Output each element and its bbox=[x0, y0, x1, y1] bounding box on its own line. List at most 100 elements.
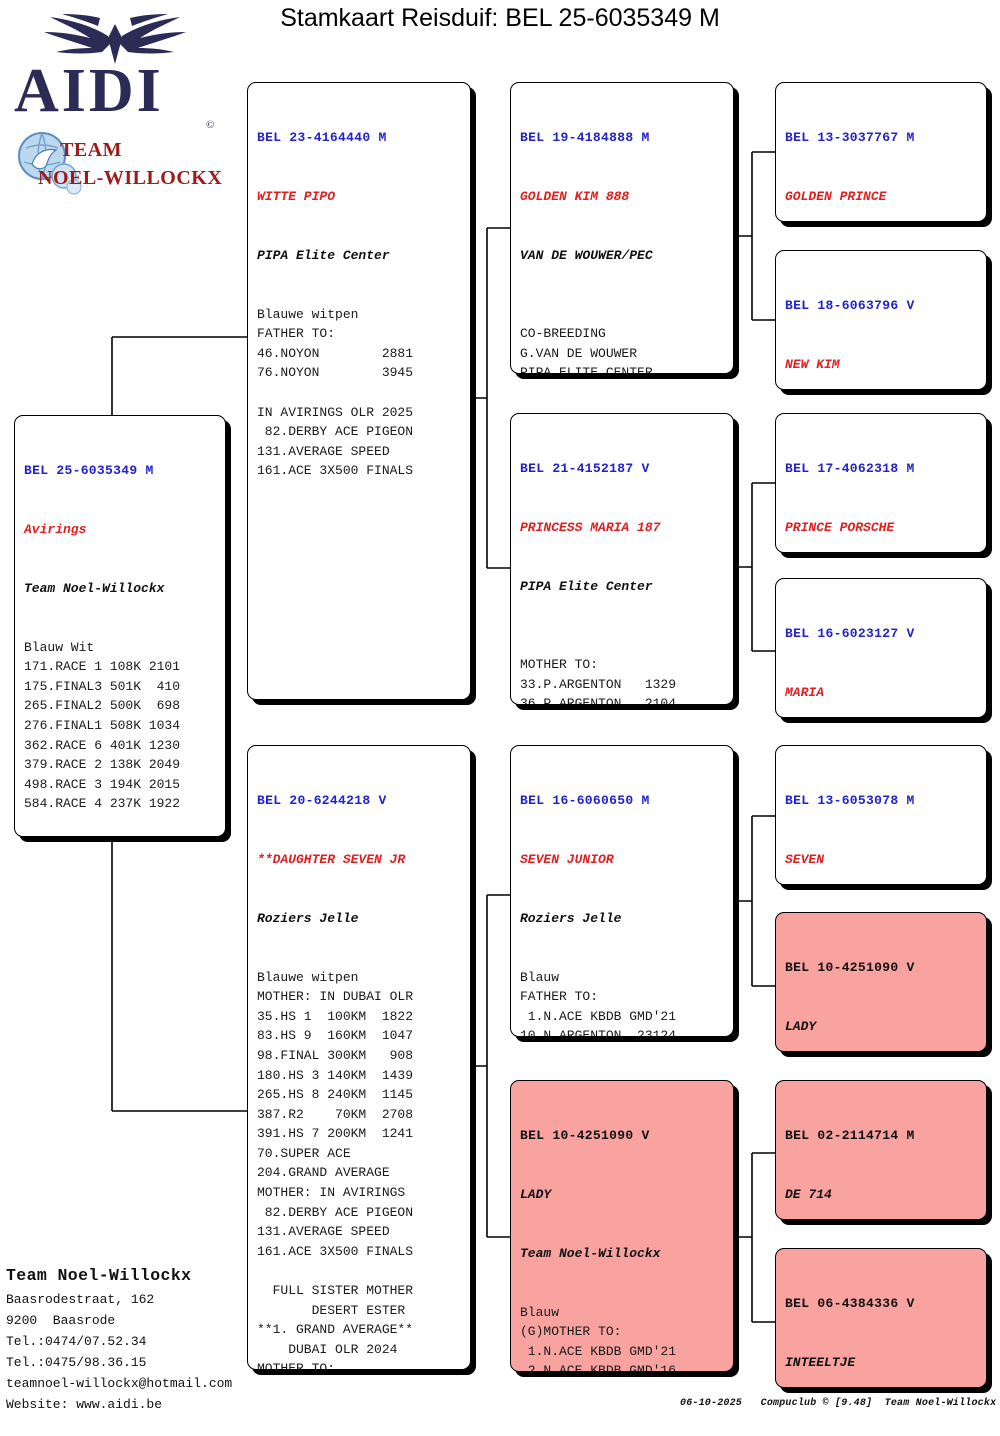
card-detail-line: 161.ACE 3X500 FINALS bbox=[257, 1243, 414, 1259]
card-detail-line: Blauw bbox=[520, 1304, 560, 1320]
card-detail-line: 175.FINAL3 501K 410 bbox=[24, 678, 181, 694]
contact-line: Baasrodestraat, 162 bbox=[6, 1292, 155, 1307]
pedigree-card-gen3-4[interactable]: BEL 16-6023127 V MARIA Gaston Van de Wou… bbox=[775, 578, 987, 718]
card-ring-number: BEL 10-4251090 V bbox=[520, 1128, 650, 1144]
card-detail-line: 131.AVERAGE SPEED bbox=[257, 443, 390, 459]
card-detail-line: 276.FINAL1 508K 1034 bbox=[24, 717, 181, 733]
footer-meta: 06-10-2025 Compuclub © [9.48] Team Noel-… bbox=[680, 1398, 996, 1409]
card-detail-line: MOTHER TO: bbox=[257, 1361, 336, 1370]
card-detail-line: DUBAI OLR 2024 bbox=[257, 1341, 398, 1357]
card-detail-line: 387.R2 70KM 2708 bbox=[257, 1106, 414, 1122]
card-ring-number: BEL 02-2114714 M bbox=[785, 1128, 915, 1144]
pedigree-card-gen2-mother-mother[interactable]: BEL 10-4251090 V LADY Team Noel-Willockx… bbox=[510, 1080, 734, 1372]
pedigree-card-gen3-3[interactable]: BEL 17-4062318 M PRINCE PORSCHE PIPA Eli… bbox=[775, 413, 987, 553]
card-detail-line: 498.RACE 3 194K 2015 bbox=[24, 776, 181, 792]
card-detail-line: 82.DERBY ACE PIGEON bbox=[257, 1204, 414, 1220]
card-ring-number: BEL 16-6023127 V bbox=[785, 626, 915, 642]
card-detail-line: 1.N.ACE KBDB GMD'21 bbox=[520, 1343, 677, 1359]
card-nickname: MARIA bbox=[785, 684, 825, 700]
eagle-wings-icon bbox=[44, 14, 186, 64]
pedigree-card-subject[interactable]: BEL 25-6035349 M Avirings Team Noel-Will… bbox=[14, 415, 226, 837]
card-detail-line: PIPA ELITE CENTER bbox=[520, 365, 653, 374]
card-ring-number: BEL 16-6060650 M bbox=[520, 793, 650, 809]
card-ring-number: BEL 18-6063796 V bbox=[785, 298, 915, 314]
page-title: Stamkaart Reisduif: BEL 25-6035349 M bbox=[280, 4, 720, 32]
card-owner: PIPA Elite Center bbox=[520, 578, 653, 594]
card-detail-line: G.VAN DE WOUWER bbox=[520, 345, 638, 361]
card-nickname: NEW KIM bbox=[785, 356, 840, 372]
card-detail-line: 161.ACE 3X500 FINALS bbox=[257, 463, 414, 479]
card-detail-line: MOTHER: IN DUBAI OLR bbox=[257, 989, 414, 1005]
card-detail-line: 379.RACE 2 138K 2049 bbox=[24, 757, 181, 773]
footer-date: 06-10-2025 bbox=[680, 1398, 743, 1409]
card-detail-line: 265.FINAL2 500K 698 bbox=[24, 698, 181, 714]
card-detail-line: MOTHER: IN AVIRINGS bbox=[257, 1185, 406, 1201]
contact-line: 9200 Baasrode bbox=[6, 1313, 116, 1328]
card-owner: Team Noel-Willockx bbox=[24, 580, 165, 596]
card-detail-line: 131.AVERAGE SPEED bbox=[257, 1224, 390, 1240]
card-detail-line: **1. GRAND AVERAGE** bbox=[257, 1322, 414, 1338]
card-detail-line: FULL SISTER MOTHER bbox=[257, 1283, 414, 1299]
card-nickname: WITTE PIPO bbox=[257, 188, 336, 204]
contact-line: Tel.:0474/07.52.34 bbox=[6, 1334, 147, 1349]
pedigree-card-gen3-6[interactable]: BEL 10-4251090 V LADY Team Noel-Willockx… bbox=[775, 912, 987, 1052]
card-detail-line: 204.GRAND AVERAGE bbox=[257, 1165, 390, 1181]
card-detail-line bbox=[520, 636, 725, 656]
card-nickname: DE 714 bbox=[785, 1186, 832, 1202]
card-ring-number: BEL 20-6244218 V bbox=[257, 793, 387, 809]
card-detail-line: Blauwe witpen bbox=[257, 306, 359, 322]
card-detail-line bbox=[520, 305, 725, 325]
card-detail-line: 180.HS 3 140KM 1439 bbox=[257, 1067, 414, 1083]
pedigree-card-mother[interactable]: BEL 20-6244218 V **DAUGHTER SEVEN JR Roz… bbox=[247, 745, 471, 1370]
card-nickname: LADY bbox=[785, 1018, 817, 1034]
card-detail-line: FATHER TO: bbox=[520, 989, 599, 1005]
card-nickname: GOLDEN KIM 888 bbox=[520, 188, 630, 204]
card-nickname: PRINCESS MARIA 187 bbox=[520, 519, 661, 535]
globe-pigeon-icon bbox=[18, 132, 82, 195]
card-details: Blauw(G)MOTHER TO: 1.N.ACE KBDB GMD'21 2… bbox=[520, 1303, 725, 1372]
card-detail-line: 1.N.ACE KBDB GMD'21 bbox=[520, 1008, 677, 1024]
pedigree-card-gen2-mother-father[interactable]: BEL 16-6060650 M SEVEN JUNIOR Roziers Je… bbox=[510, 745, 734, 1037]
card-detail-line: 82.DERBY ACE PIGEON bbox=[257, 424, 414, 440]
card-detail-line: 98.FINAL 300KM 908 bbox=[257, 1047, 414, 1063]
pedigree-card-gen2-father-father[interactable]: BEL 19-4184888 M GOLDEN KIM 888 VAN DE W… bbox=[510, 82, 734, 374]
card-ring-number: BEL 21-4152187 V bbox=[520, 461, 650, 477]
pedigree-card-gen3-7[interactable]: BEL 02-2114714 M DE 714 Delellio BlauwGR… bbox=[775, 1080, 987, 1220]
card-nickname: GOLDEN PRINCE bbox=[785, 188, 887, 204]
card-detail-line: 265.HS 8 240KM 1145 bbox=[257, 1087, 414, 1103]
card-detail-line: 362.RACE 6 401K 1230 bbox=[24, 737, 181, 753]
pedigree-card-gen3-1[interactable]: BEL 13-3037767 M GOLDEN PRINCE Gino Clic… bbox=[775, 82, 987, 222]
card-detail-line: MOTHER TO: bbox=[520, 657, 599, 673]
card-ring-number: BEL 19-4184888 M bbox=[520, 130, 650, 146]
card-detail-line: 391.HS 7 200KM 1241 bbox=[257, 1126, 414, 1142]
card-ring-number: BEL 06-4384336 V bbox=[785, 1296, 915, 1312]
card-detail-line: 2.N.ACE KBDB GMD'16 bbox=[520, 1363, 677, 1372]
card-detail-line: 82.DERBY ACE PIGEON bbox=[24, 833, 217, 836]
card-nickname: **DAUGHTER SEVEN JR bbox=[257, 851, 406, 867]
card-detail-line: 76.NOYON 3945 bbox=[257, 365, 414, 381]
pedigree-card-gen2-father-mother[interactable]: BEL 21-4152187 V PRINCESS MARIA 187 PIPA… bbox=[510, 413, 734, 705]
card-detail-line: 46.NOYON 2881 bbox=[257, 345, 414, 361]
contact-line: teamnoel-willockx@hotmail.com bbox=[6, 1376, 233, 1391]
card-ring-number: BEL 25-6035349 M bbox=[24, 463, 154, 479]
card-nickname: SEVEN JUNIOR bbox=[520, 851, 614, 867]
card-detail-line bbox=[257, 383, 462, 403]
pedigree-card-gen3-2[interactable]: BEL 18-6063796 V NEW KIM Gaston Van de W… bbox=[775, 250, 987, 390]
logo-team-name: NOEL-WILLOCKX bbox=[38, 167, 223, 189]
pedigree-card-gen3-5[interactable]: BEL 13-6053078 M SEVEN Roziers Jelle Wit… bbox=[775, 745, 987, 885]
pedigree-card-gen3-8[interactable]: BEL 06-4384336 V INTEELTJE Van Hoeck-Noe… bbox=[775, 1248, 987, 1388]
logo-copyright-icon: © bbox=[206, 119, 215, 131]
footer-owner: Team Noel-Willockx bbox=[884, 1398, 997, 1409]
card-owner: Roziers Jelle bbox=[520, 910, 622, 926]
card-ring-number: BEL 23-4164440 M bbox=[257, 130, 387, 146]
pedigree-card-father[interactable]: BEL 23-4164440 M WITTE PIPO PIPA Elite C… bbox=[247, 82, 471, 700]
card-detail-line: Blauw bbox=[520, 969, 560, 985]
card-owner: PIPA Elite Center bbox=[257, 247, 390, 263]
card-owner: Team Noel-Willockx bbox=[520, 1245, 661, 1261]
card-ring-number: BEL 17-4062318 M bbox=[785, 461, 915, 477]
